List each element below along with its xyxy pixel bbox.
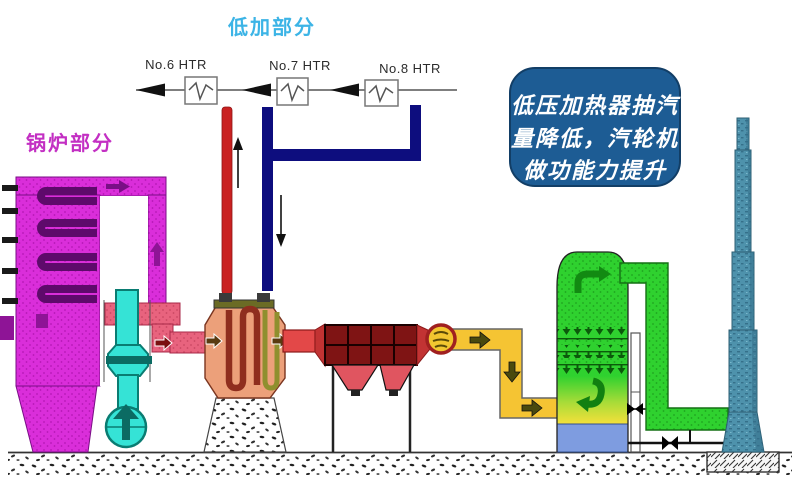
boiler-header-stubs [2, 185, 18, 304]
lp-heater-train: No.6 HTR No.7 HTR No.8 HTR [136, 57, 457, 107]
chimney [706, 117, 780, 473]
heater-no8-label: No.8 HTR [379, 61, 441, 76]
chimney-segment-joints [729, 149, 757, 413]
spray-gap-2 [557, 358, 628, 363]
condensate-flow-arrow-icon [136, 83, 359, 97]
chimney-foundation [706, 451, 780, 473]
esp-hopper-right [379, 364, 416, 391]
slurry-valve-icon [627, 403, 646, 415]
drain-pipe [628, 430, 730, 450]
clean-gas-arrow-icon [574, 266, 611, 293]
heater-no6-label: No.6 HTR [145, 57, 207, 72]
economizer-coil-red [225, 305, 261, 392]
chimney-stack [721, 117, 765, 453]
ground-gravel-texture [8, 454, 792, 475]
esp-hopper-outlet-right [389, 390, 398, 396]
esp-inlet-nozzle [314, 323, 326, 368]
chimney-shading [746, 118, 764, 452]
up-arrow-icon [233, 137, 243, 188]
water-pipes [221, 105, 421, 295]
absorber-reaction-zone [557, 376, 628, 424]
esp-field-grid [325, 325, 417, 365]
booster-fan-and-duct [425, 323, 559, 419]
boiler-flow-arrow-icon [106, 180, 130, 193]
boiler-ash-hopper [15, 385, 98, 453]
low-heater-section-label: 低加部分 [227, 15, 316, 39]
drain-valve-icon [662, 436, 678, 450]
absorber-slurry-pool [556, 423, 629, 453]
red-pipe-flange [219, 293, 232, 302]
hot-water-pipe-red [221, 106, 233, 295]
heater-no7-symbol [276, 77, 309, 106]
induced-draft-fan [103, 289, 152, 449]
fan-outlet-tube [117, 374, 139, 410]
fan-damper-band [106, 356, 152, 364]
heater-symbols [184, 76, 399, 107]
duct-flow-arrow-icon [469, 331, 543, 417]
gas-turn-arrow-icon [576, 377, 605, 412]
backpass-up-arrow-icon [150, 242, 164, 266]
boiler-side-fitting [36, 314, 48, 328]
heater-no6-symbol [184, 76, 218, 105]
fgd-absorber-tower [556, 251, 646, 453]
absorber-dome [557, 252, 628, 327]
ground [8, 451, 792, 475]
fan-inlet-tube [115, 289, 139, 347]
annotation-callout: 低压加热器抽汽 量降低，汽轮机 做功能力提升 [509, 67, 681, 187]
cold-water-pipe-blue [262, 105, 421, 291]
spray-bank-3 [557, 363, 628, 376]
electrostatic-precipitator [282, 323, 431, 452]
duct-economizer-to-esp [282, 329, 316, 353]
fan-up-arrow-icon [113, 404, 139, 440]
boiler-side-box [0, 316, 14, 340]
boiler-section-label: 锅炉部分 [26, 131, 114, 155]
blue-pipe-flange [257, 293, 270, 302]
esp-hopper-outlet-left [351, 390, 360, 396]
esp-hopper-left [330, 364, 380, 391]
spray-bank-1 [557, 327, 628, 340]
heater-no7-label: No.7 HTR [269, 58, 331, 73]
annotation-box [509, 67, 681, 187]
down-arrow-icon [276, 195, 286, 247]
low-temp-economizer [203, 293, 289, 453]
economizer-pedestal [203, 397, 287, 453]
annotation-line1: 低压加热器抽汽 [511, 93, 681, 118]
spray-bank-2 [557, 345, 628, 358]
spray-gap-1 [557, 340, 628, 345]
annotation-line2: 量降低，汽轮机 [511, 126, 679, 151]
boiler-superheater-coils [37, 187, 97, 303]
annotation-line3: 做功能力提升 [523, 158, 667, 183]
booster-fan-blades [432, 331, 450, 348]
clean-gas-duct [619, 262, 729, 431]
economizer-coil-olive [262, 310, 280, 391]
